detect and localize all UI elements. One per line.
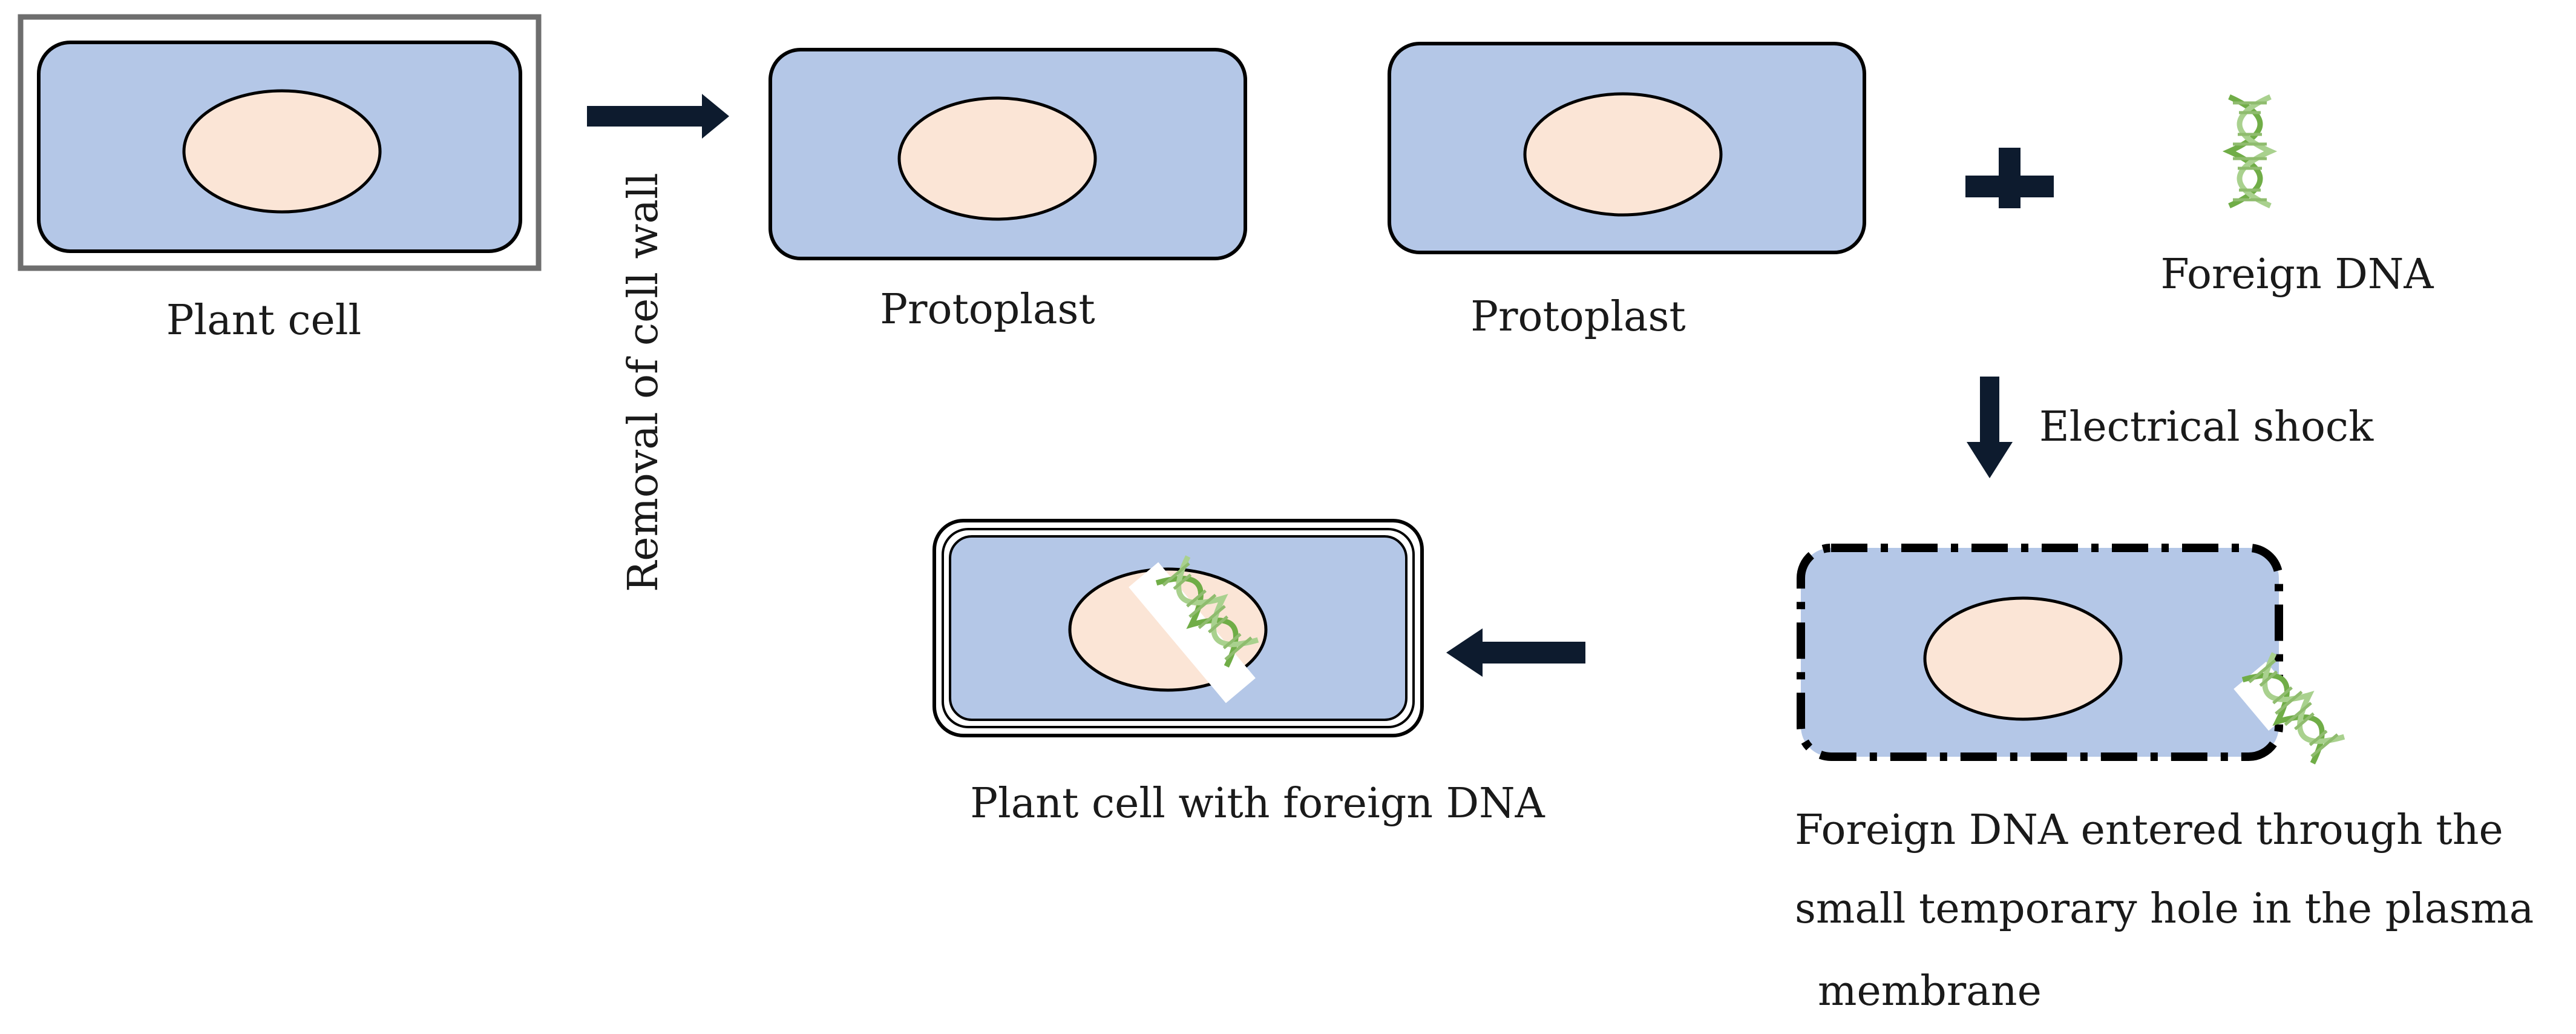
- plant-cell-with-foreign-dna-label: Plant cell with foreign DNA: [970, 780, 1545, 828]
- down-arrow-icon: [1967, 377, 2013, 478]
- protoplast-2-label: Protoplast: [1470, 293, 1686, 341]
- dna-entry-caption-line-3: membrane: [1818, 967, 2042, 1015]
- protoplast-2-diagram: [1388, 42, 1866, 254]
- right-arrow-icon: [587, 94, 729, 139]
- dna-entry-caption-line-2: small temporary hole in the plasma: [1795, 885, 2534, 933]
- plant-cell-diagram: [18, 14, 542, 271]
- nucleus: [1923, 596, 2123, 721]
- foreign-dna-label: Foreign DNA: [2160, 251, 2434, 298]
- transformed-plant-cell-diagram: [932, 519, 1424, 737]
- protoplast-1-label: Protoplast: [880, 286, 1095, 334]
- nucleus: [182, 89, 382, 214]
- dna-entry-caption-line-1: Foreign DNA entered through the: [1795, 806, 2503, 854]
- nucleus: [897, 96, 1097, 221]
- plus-icon: [1965, 148, 2054, 208]
- electroporated-cell-diagram: [1797, 544, 2344, 763]
- electrical-shock-label: Electrical shock: [2039, 403, 2374, 451]
- left-arrow-icon: [1446, 628, 1585, 677]
- nucleus: [1523, 92, 1723, 217]
- plant-cell-label: Plant cell: [166, 297, 362, 344]
- protoplast-1-diagram: [769, 48, 1247, 260]
- dna-icon: [2229, 97, 2270, 206]
- removal-of-cell-wall-label: Removal of cell wall: [620, 173, 667, 592]
